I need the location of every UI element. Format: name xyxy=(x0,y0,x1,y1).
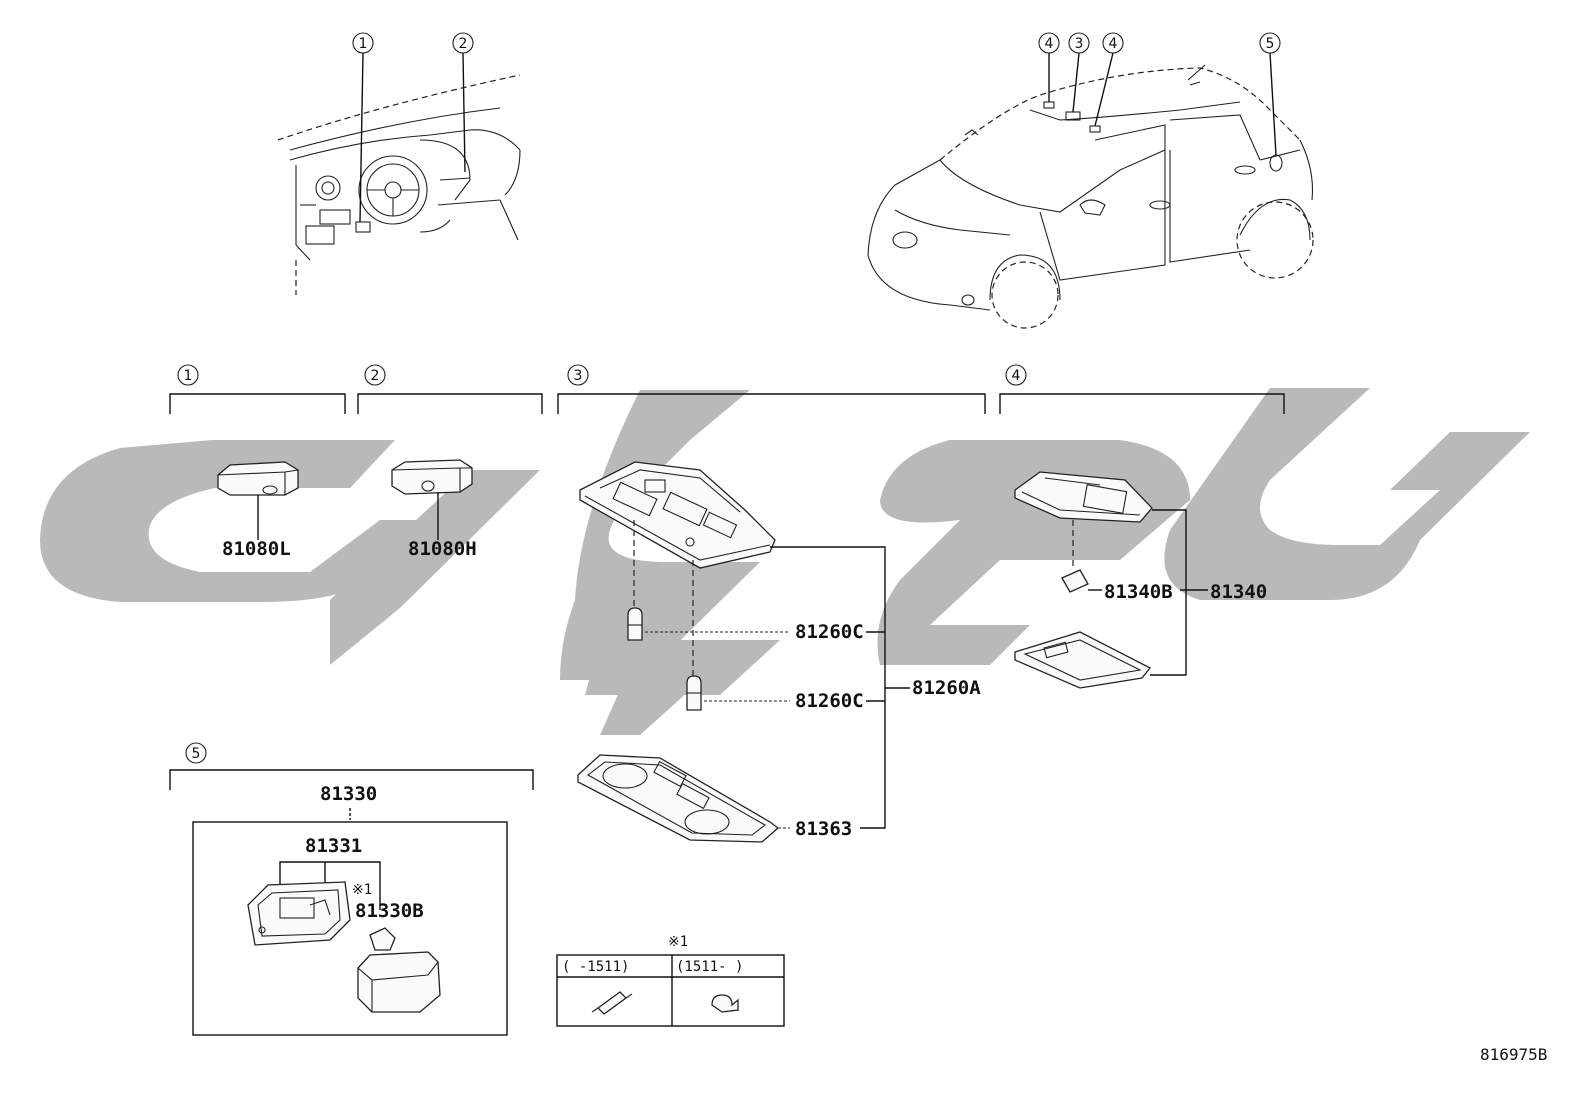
label-81330: 81330 xyxy=(320,783,377,805)
bulb-variant-table: ※1 ( -1511) (1511- ) xyxy=(556,934,785,1027)
table-col-header-2: (1511- ) xyxy=(676,959,743,975)
label-81340B: 81340B xyxy=(1104,581,1173,603)
label-81080H: 81080H xyxy=(408,538,477,560)
part-81340-assembly: 81340B 81340 xyxy=(1014,471,1267,689)
table-note-mark: ※1 xyxy=(668,934,688,950)
bulb-wedge-old xyxy=(597,991,627,1015)
part-81080H: 81080H xyxy=(391,459,477,560)
callout-3-car: 3 xyxy=(1075,36,1084,52)
dashboard-illustration xyxy=(277,74,521,295)
car-illustration xyxy=(867,64,1314,329)
label-81260A: 81260A xyxy=(912,677,981,699)
note-mark-81330B: ※1 xyxy=(352,882,372,898)
part-81260A-assembly: 81260C 81260C 81260A 81363 xyxy=(577,461,981,843)
bulb-wedge-new xyxy=(711,994,739,1013)
callout-3-group: 3 xyxy=(574,368,583,384)
dashboard-callouts: 1 2 xyxy=(352,32,474,223)
group-brackets: 1 2 3 4 5 xyxy=(169,364,1285,790)
label-81260C-lower: 81260C xyxy=(795,690,864,712)
watermark-logo xyxy=(40,388,1530,735)
callout-2-top: 2 xyxy=(459,36,468,52)
car-callouts: 4 3 4 5 xyxy=(1038,32,1281,156)
callout-5-group: 5 xyxy=(192,746,201,762)
table-col-header-1: ( -1511) xyxy=(562,959,629,975)
callout-2-group: 2 xyxy=(371,368,380,384)
part-81330-assembly: 81330 81331 ※1 81330B xyxy=(192,783,508,1036)
label-81080L: 81080L xyxy=(222,538,291,560)
callout-5-car: 5 xyxy=(1266,36,1275,52)
label-81260C-upper: 81260C xyxy=(795,621,864,643)
assembly-box-81330 xyxy=(192,821,508,1036)
label-81363: 81363 xyxy=(795,818,852,840)
label-81331: 81331 xyxy=(305,835,362,857)
part-81080L: 81080L xyxy=(217,461,299,560)
callout-4-car-right: 4 xyxy=(1109,36,1118,52)
callout-4-group: 4 xyxy=(1012,368,1021,384)
callout-4-car-left: 4 xyxy=(1045,36,1054,52)
label-81330B: 81330B xyxy=(355,900,424,922)
callout-1-top: 1 xyxy=(359,36,368,52)
diagram-id: 816975B xyxy=(1480,1045,1547,1064)
callout-1-group: 1 xyxy=(184,368,193,384)
label-81340: 81340 xyxy=(1210,581,1267,603)
